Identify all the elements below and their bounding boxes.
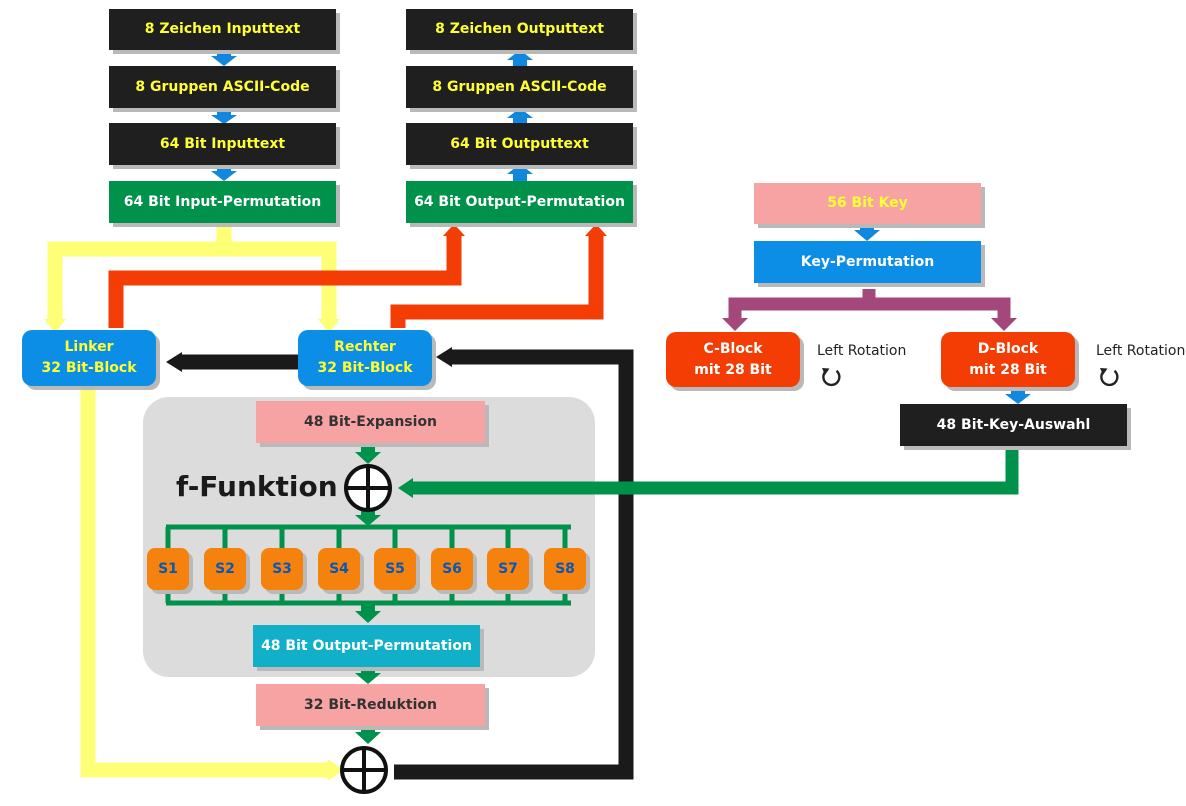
output-text-box: 8 Zeichen Outputtext [406,9,633,50]
input-text-box: 8 Zeichen Inputtext [109,9,336,50]
key-permutation-box: Key-Permutation [754,241,981,283]
rotation-label-c: Left Rotation [817,343,907,359]
xor-f-icon [344,464,392,512]
black-arrowhead-right [436,347,452,367]
yellow-arrowhead-left [44,319,66,333]
d-block-line2: mit 28 Bit [969,361,1047,378]
bits-in-label: 64 Bit Inputtext [159,135,286,152]
f-function-title: f-Funktion [176,470,338,503]
key-permutation-label: Key-Permutation [800,253,935,270]
left-block-line1: Linker [64,339,114,355]
d-block-line1: D-Block [977,340,1039,357]
sbox-3: S3 [261,548,303,590]
red-arrowhead-a [443,224,465,236]
right-block-line1: Rechter [334,339,396,355]
sbox-1: S1 [147,548,189,590]
c-block: C-Block mit 28 Bit [666,332,800,387]
left-block-line2: 32 Bit-Block [41,360,137,376]
sbox-bus [165,524,571,606]
f-internal-arrows [355,444,381,744]
green-path [412,446,1019,495]
sbox-label: S5 [385,560,405,577]
black-arrowhead-left [166,352,182,372]
input-permutation-box: 64 Bit Input-Permutation [109,181,336,223]
output-text-label: 8 Zeichen Outputtext [435,21,604,37]
yellow-arrowhead-xor [328,759,343,781]
sbox-2: S2 [204,548,246,590]
input-permutation-label: 64 Bit Input-Permutation [123,193,322,210]
key-selection-label: 48 Bit-Key-Auswahl [936,416,1091,433]
green-arrowhead-key [398,478,413,498]
sbox-label: S1 [158,560,178,577]
key-selection-box: 48 Bit-Key-Auswahl [900,404,1127,446]
sbox-7: S7 [487,548,529,590]
c-block-line2: mit 28 Bit [694,361,772,378]
output-permutation-label: 64 Bit Output-Permutation [414,193,625,210]
expansion-box: 48 Bit-Expansion [256,401,485,443]
sbox-8: S8 [544,548,586,590]
bits-out-label: 64 Bit Outputtext [450,135,589,152]
sbox-label: S4 [329,560,349,577]
ascii-in-label: 8 Gruppen ASCII-Code [135,78,310,95]
f-output-permutation-label: 48 Bit Output-Permutation [261,637,472,654]
key-label: 56 Bit Key [827,195,908,211]
reduction-label: 32 Bit-Reduktion [304,696,437,713]
bits-out-box: 64 Bit Outputtext [406,123,633,165]
sbox-label: S7 [498,560,518,577]
expansion-label: 48 Bit-Expansion [303,413,438,430]
c-block-line1: C-Block [703,340,763,357]
f-output-permutation-box: 48 Bit Output-Permutation [253,625,480,667]
rotate-left-icon [822,368,841,387]
sbox-5: S5 [374,548,416,590]
right-block: Rechter 32 Bit-Block [298,330,432,386]
black-path [180,349,634,780]
red-path [108,234,604,328]
rotate-left-icon [1100,368,1119,387]
left-block: Linker 32 Bit-Block [22,330,156,386]
xor-final-icon [340,746,388,794]
yellow-arrowhead-right [318,319,340,333]
right-block-line2: 32 Bit-Block [317,360,413,376]
input-text-label: 8 Zeichen Inputtext [144,21,301,37]
key-box: 56 Bit Key [754,183,981,224]
sbox-6: S6 [431,548,473,590]
purple-arrowhead-d [991,318,1017,331]
blue-arrows [211,50,1031,404]
sbox-label: S3 [272,560,292,577]
sbox-label: S8 [555,560,575,577]
d-block: D-Block mit 28 Bit [941,332,1075,387]
sbox-4: S4 [318,548,360,590]
sbox-label: S2 [215,560,235,577]
sbox-label: S6 [442,560,462,577]
rotation-label-d: Left Rotation [1096,343,1186,359]
bits-in-box: 64 Bit Inputtext [109,123,336,165]
yellow-path [47,226,337,778]
purple-arrowhead-c [722,318,748,331]
ascii-in-box: 8 Gruppen ASCII-Code [109,66,336,108]
ascii-out-box: 8 Gruppen ASCII-Code [406,66,633,108]
purple-path [728,289,1011,320]
ascii-out-label: 8 Gruppen ASCII-Code [432,78,607,95]
output-permutation-box: 64 Bit Output-Permutation [406,181,633,223]
red-arrowhead-b [585,224,607,236]
reduction-box: 32 Bit-Reduktion [256,684,485,726]
